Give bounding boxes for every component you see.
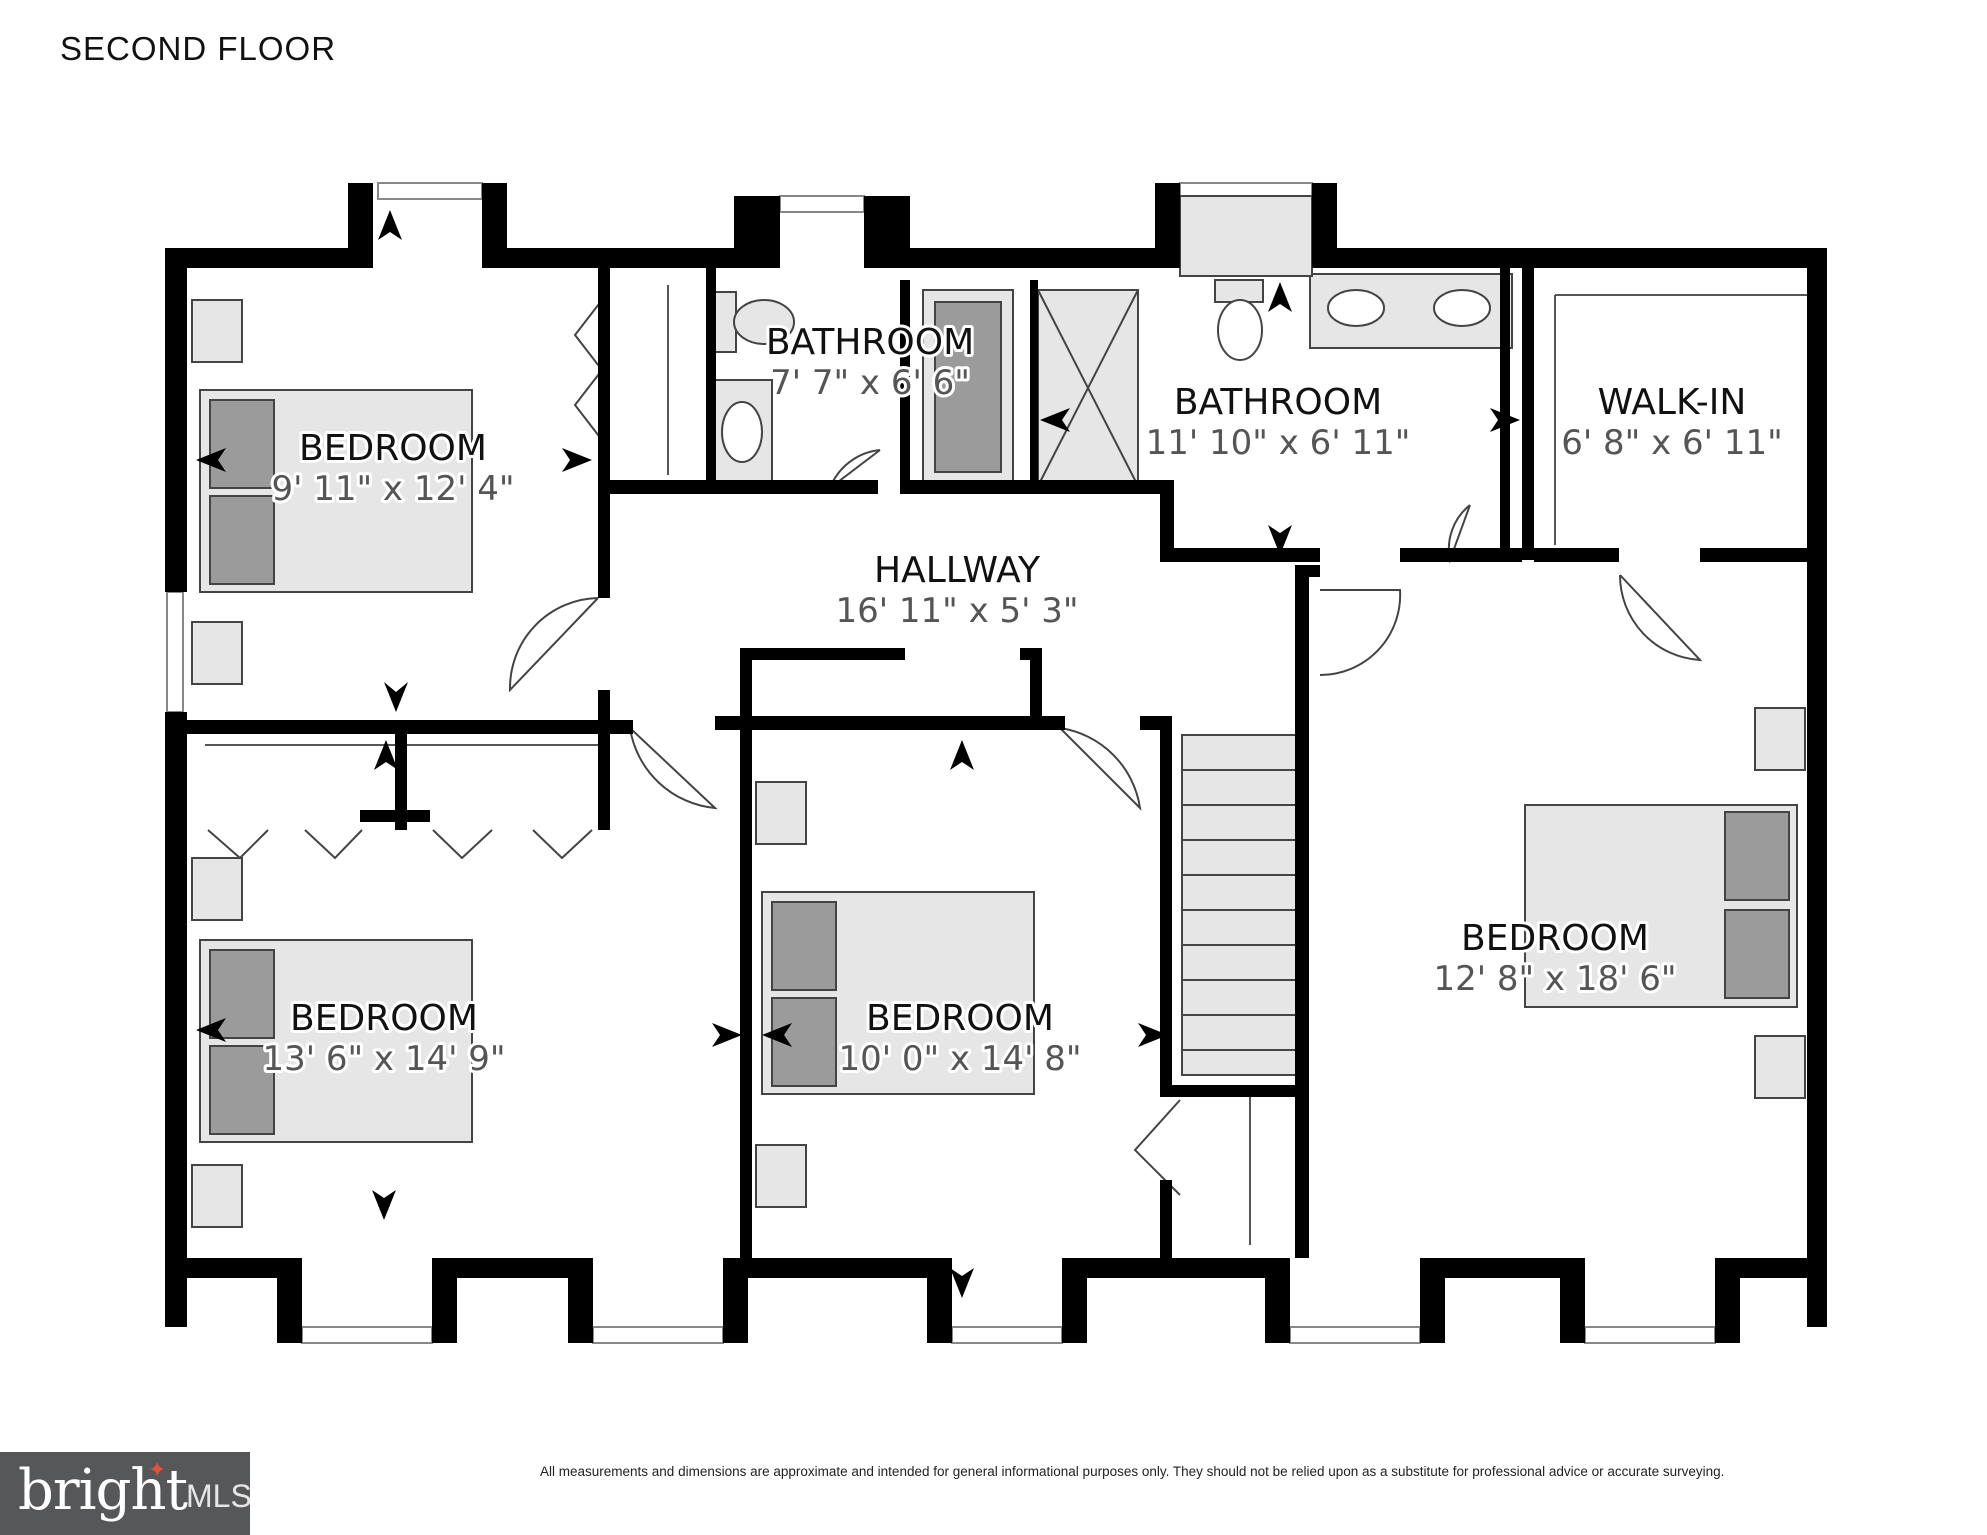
room-name: BATHROOM xyxy=(1174,382,1382,423)
view-markers xyxy=(196,210,1520,1298)
window-top-left xyxy=(377,182,483,200)
room-name: BEDROOM xyxy=(1461,918,1649,959)
bright-mls-logo: bright ✦ MLS xyxy=(0,1452,252,1535)
nightstand xyxy=(191,299,243,363)
bed-pillow xyxy=(209,1045,275,1135)
toilet-tank-main-bath xyxy=(1214,279,1264,303)
room-dimensions: 13' 6" x 14' 9" xyxy=(262,1039,505,1079)
room-name: BEDROOM xyxy=(866,998,1054,1039)
room-dimensions: 9' 11" x 12' 4" xyxy=(271,469,514,509)
fixtures xyxy=(191,195,1806,1228)
window-bottom-2 xyxy=(592,1326,724,1344)
room-dimensions: 10' 0" x 14' 8" xyxy=(838,1039,1081,1079)
logo-star-icon: ✦ xyxy=(148,1458,167,1483)
bed-pillow xyxy=(209,495,275,585)
room-name: BEDROOM xyxy=(290,998,478,1039)
bed-pillow xyxy=(1724,909,1790,999)
nightstand xyxy=(191,857,243,921)
stairs xyxy=(1181,734,1309,1076)
room-dimensions: 6' 8" x 6' 11" xyxy=(1561,423,1782,463)
window-bottom-4 xyxy=(1289,1326,1421,1344)
room-name: BEDROOM xyxy=(299,428,487,469)
stair-treads xyxy=(1182,769,1308,1051)
logo-brand: bright xyxy=(18,1458,188,1523)
room-dimensions: 12' 8" x 18' 6" xyxy=(1433,959,1676,999)
walls xyxy=(165,183,1827,1343)
main-bath-window-well xyxy=(1179,195,1313,277)
nightstand xyxy=(1754,707,1806,771)
room-name: BATHROOM xyxy=(766,322,974,363)
bed-pillow xyxy=(1724,811,1790,901)
window-left xyxy=(166,591,184,713)
window-bottom-5 xyxy=(1584,1326,1716,1344)
floor-title: SECOND FLOOR xyxy=(60,30,337,67)
bed-pillow xyxy=(771,901,837,991)
disclaimer-text: All measurements and dimensions are appr… xyxy=(540,1464,1725,1479)
room-dimensions: 7' 7" x 6' 6" xyxy=(770,363,970,403)
bed-pillow xyxy=(209,399,275,489)
room-dimensions: 11' 10" x 6' 11" xyxy=(1146,423,1411,463)
room-labels: BEDROOM 9' 11" x 12' 4" BATHROOM 7' 7" x… xyxy=(259,319,1785,1082)
nightstand xyxy=(755,781,807,845)
room-name: WALK-IN xyxy=(1598,382,1747,423)
nightstand xyxy=(755,1144,807,1208)
window-top-bath xyxy=(779,195,865,213)
room-name: HALLWAY xyxy=(874,550,1041,591)
window-bottom-1 xyxy=(301,1326,433,1344)
nightstand xyxy=(1754,1035,1806,1099)
logo-suffix: MLS xyxy=(186,1478,252,1514)
window-bottom-3 xyxy=(951,1326,1063,1344)
nightstand xyxy=(191,1164,243,1228)
nightstand xyxy=(191,621,243,685)
room-dimensions: 16' 11" x 5' 3" xyxy=(835,591,1078,631)
bathtub-basin xyxy=(934,301,1002,473)
